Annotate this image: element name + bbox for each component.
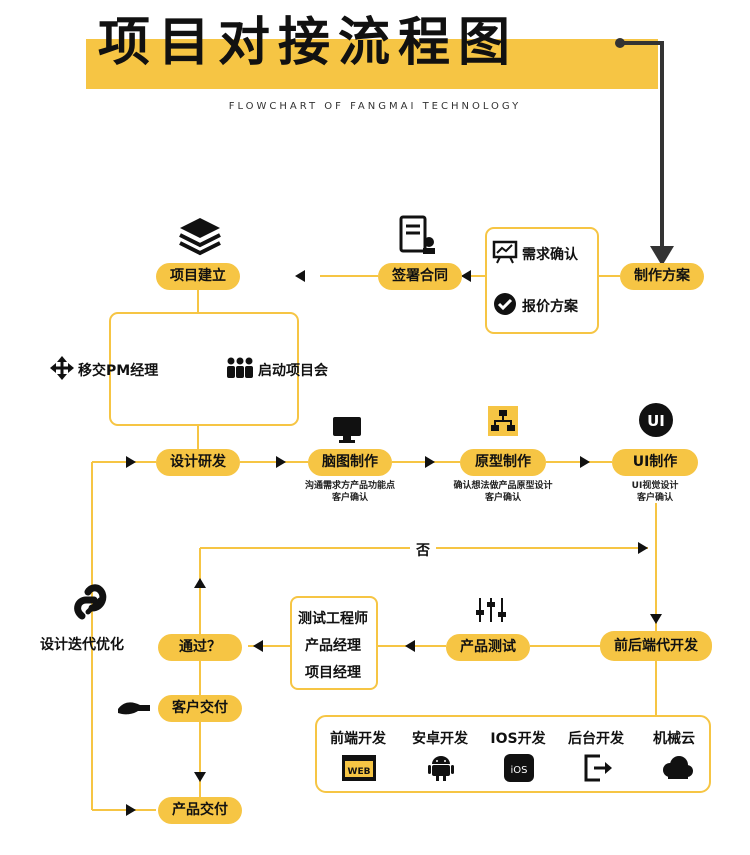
layers-icon bbox=[178, 216, 222, 260]
roles-box bbox=[290, 596, 378, 690]
dev-label-frontend: 前端开发 bbox=[330, 731, 386, 747]
arrow-to-setup bbox=[295, 270, 305, 282]
node-design-dev: 设计研发 bbox=[156, 449, 240, 476]
svg-text:WEB: WEB bbox=[348, 767, 371, 777]
web-icon: WEB bbox=[342, 755, 376, 785]
svg-text:iOS: iOS bbox=[511, 765, 528, 776]
contract-icon bbox=[398, 214, 438, 262]
check-circle-icon bbox=[493, 292, 517, 320]
page-title: 项目对接流程图 bbox=[98, 12, 519, 73]
svg-text:UI: UI bbox=[647, 412, 665, 430]
note-ui-line2: 客户确认 bbox=[636, 493, 673, 503]
node-mindmap: 脑图制作 bbox=[308, 449, 392, 476]
node-pass-check: 通过？ bbox=[158, 634, 242, 661]
plan-box-outline bbox=[485, 227, 599, 334]
note-mindmap-line1: 沟通需求方产品功能点 bbox=[304, 481, 395, 491]
arrow-to-dev bbox=[650, 614, 662, 624]
dev-label-cloud: 机械云 bbox=[653, 731, 695, 747]
sliders-icon bbox=[475, 596, 507, 628]
node-project-setup: 项目建立 bbox=[156, 263, 240, 290]
arrow-no-up bbox=[194, 578, 206, 588]
note-ui-line1: UI视觉设计 bbox=[631, 481, 679, 491]
arrow-to-mindmap bbox=[276, 456, 286, 468]
arrow-no-right bbox=[638, 542, 648, 554]
plan-quote: 报价方案 bbox=[522, 299, 578, 315]
node-product-test: 产品测试 bbox=[446, 634, 530, 661]
cloud-icon bbox=[660, 756, 694, 784]
handover-transfer-pm: 移交PM经理 bbox=[78, 363, 159, 379]
note-prototype-line1: 确认想法做产品原型设计 bbox=[453, 481, 553, 491]
arrow-to-prototype bbox=[425, 456, 435, 468]
handover-kickoff: 启动项目会 bbox=[258, 363, 328, 379]
node-customer-delivery: 客户交付 bbox=[158, 695, 242, 722]
note-mindmap-line2: 客户确认 bbox=[331, 493, 368, 503]
loop-iterate-label: 设计迭代优化 bbox=[40, 637, 124, 653]
arrow-loop-to-design bbox=[126, 456, 136, 468]
node-prototype: 原型制作 bbox=[460, 449, 546, 476]
arrow-loop-to-product bbox=[126, 804, 136, 816]
prototype-icon bbox=[488, 406, 518, 440]
handshake-icon bbox=[116, 697, 152, 721]
ios-icon: iOS bbox=[504, 754, 534, 786]
dev-box-outline bbox=[315, 715, 711, 793]
monitor-icon bbox=[332, 416, 362, 448]
dev-label-backend: 后台开发 bbox=[568, 731, 624, 747]
loop-no-label: 否 bbox=[410, 540, 436, 560]
role-test-engineer: 测试工程师 bbox=[298, 611, 368, 627]
node-ui: UI制作 bbox=[612, 449, 698, 476]
arrow-to-ui bbox=[580, 456, 590, 468]
link-icon bbox=[72, 584, 116, 628]
ui-icon: UI bbox=[638, 402, 674, 442]
arrow-to-roles bbox=[405, 640, 415, 652]
dev-label-ios: IOS开发 bbox=[490, 731, 546, 747]
node-sign-contract: 签署合同 bbox=[378, 263, 462, 290]
page-subtitle: FLOWCHART OF FANGMAI TECHNOLOGY bbox=[228, 101, 522, 112]
role-product-manager: 产品经理 bbox=[305, 638, 361, 654]
title-arrow-dot bbox=[615, 38, 625, 48]
title-band bbox=[86, 39, 658, 89]
exit-icon bbox=[584, 754, 614, 786]
title-arrow-line bbox=[624, 41, 664, 250]
move-icon bbox=[50, 356, 74, 384]
role-project-manager: 项目经理 bbox=[305, 665, 361, 681]
team-icon bbox=[226, 356, 254, 382]
node-make-plan: 制作方案 bbox=[620, 263, 704, 290]
dev-label-android: 安卓开发 bbox=[412, 731, 468, 747]
note-prototype-line2: 客户确认 bbox=[484, 493, 521, 503]
arrow-to-pass bbox=[253, 640, 263, 652]
android-icon bbox=[428, 753, 454, 785]
arrow-to-sign bbox=[461, 270, 471, 282]
handover-box-outline bbox=[109, 312, 299, 426]
arrow-to-delivery bbox=[194, 772, 206, 782]
node-frontend-backend: 前后端代开发 bbox=[600, 631, 712, 661]
title-arrow-head bbox=[650, 246, 674, 266]
presentation-icon bbox=[492, 240, 518, 268]
node-product-delivery: 产品交付 bbox=[158, 797, 242, 824]
plan-requirement-confirm: 需求确认 bbox=[522, 247, 578, 263]
